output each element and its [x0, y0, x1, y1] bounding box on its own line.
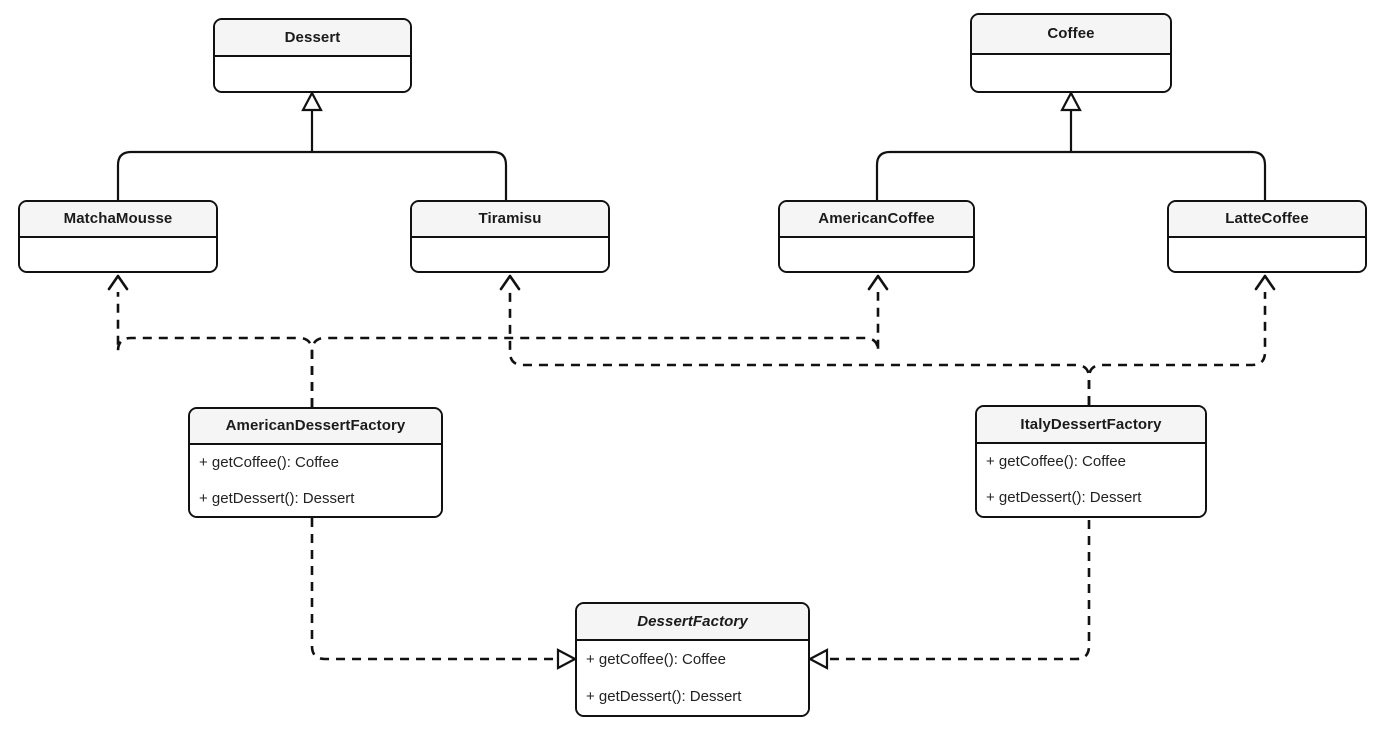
dependency-americanfactory-americancoffee — [310, 274, 889, 407]
member-getdessert: + getDessert(): Dessert — [199, 490, 355, 507]
hollow-triangle-arrowhead — [301, 90, 323, 112]
open-arrowhead — [107, 274, 129, 291]
hollow-triangle-arrowhead — [556, 648, 578, 670]
class-name-lattecoffee: LatteCoffee — [1169, 202, 1365, 238]
class-name-americandessertfactory: AmericanDessertFactory — [190, 409, 441, 445]
realization-italyfactory-dessertfactory — [807, 520, 1091, 670]
member-getcoffee: + getCoffee(): Coffee — [586, 651, 726, 668]
open-arrowhead — [499, 274, 521, 291]
class-box-lattecoffee[interactable]: LatteCoffee — [1167, 200, 1367, 273]
class-members-coffee — [972, 55, 1170, 91]
class-box-americandessertfactory[interactable]: AmericanDessertFactory + getCoffee(): Co… — [188, 407, 443, 518]
class-name-tiramisu: Tiramisu — [412, 202, 608, 238]
class-members-italydessertfactory: + getCoffee(): Coffee + getDessert(): De… — [977, 444, 1205, 516]
class-name-americancoffee: AmericanCoffee — [780, 202, 973, 238]
class-members-americandessertfactory: + getCoffee(): Coffee + getDessert(): De… — [190, 445, 441, 516]
open-arrowhead — [867, 274, 889, 291]
class-members-dessert — [215, 57, 410, 91]
class-box-americancoffee[interactable]: AmericanCoffee — [778, 200, 975, 273]
member-getdessert: + getDessert(): Dessert — [586, 688, 742, 705]
class-box-dessert[interactable]: Dessert — [213, 18, 412, 93]
dependency-americanfactory-matchamousse — [107, 274, 314, 407]
class-box-dessertfactory[interactable]: DessertFactory + getCoffee(): Coffee + g… — [575, 602, 810, 717]
generalization-dessert-group — [116, 90, 508, 200]
member-getdessert: + getDessert(): Dessert — [986, 489, 1142, 506]
hollow-triangle-arrowhead — [807, 648, 829, 670]
member-getcoffee: + getCoffee(): Coffee — [199, 454, 339, 471]
class-box-coffee[interactable]: Coffee — [970, 13, 1172, 93]
class-members-americancoffee — [780, 238, 973, 271]
generalization-coffee-group — [875, 90, 1267, 200]
class-name-dessert: Dessert — [215, 20, 410, 57]
class-members-tiramisu — [412, 238, 608, 271]
class-members-lattecoffee — [1169, 238, 1365, 271]
class-members-dessertfactory: + getCoffee(): Coffee + getDessert(): De… — [577, 641, 808, 715]
class-members-matchamousse — [20, 238, 216, 271]
class-name-dessertfactory: DessertFactory — [577, 604, 808, 641]
class-name-coffee: Coffee — [972, 15, 1170, 55]
hollow-triangle-arrowhead — [1060, 90, 1082, 112]
class-box-tiramisu[interactable]: Tiramisu — [410, 200, 610, 273]
dependency-italyfactory-tiramisu — [499, 274, 1091, 405]
dependency-italyfactory-lattecoffee — [1087, 274, 1276, 405]
class-box-matchamousse[interactable]: MatchaMousse — [18, 200, 218, 273]
member-getcoffee: + getCoffee(): Coffee — [986, 453, 1126, 470]
class-name-matchamousse: MatchaMousse — [20, 202, 216, 238]
realization-americanfactory-dessertfactory — [310, 518, 578, 670]
class-box-italydessertfactory[interactable]: ItalyDessertFactory + getCoffee(): Coffe… — [975, 405, 1207, 518]
class-name-italydessertfactory: ItalyDessertFactory — [977, 407, 1205, 444]
open-arrowhead — [1254, 274, 1276, 291]
